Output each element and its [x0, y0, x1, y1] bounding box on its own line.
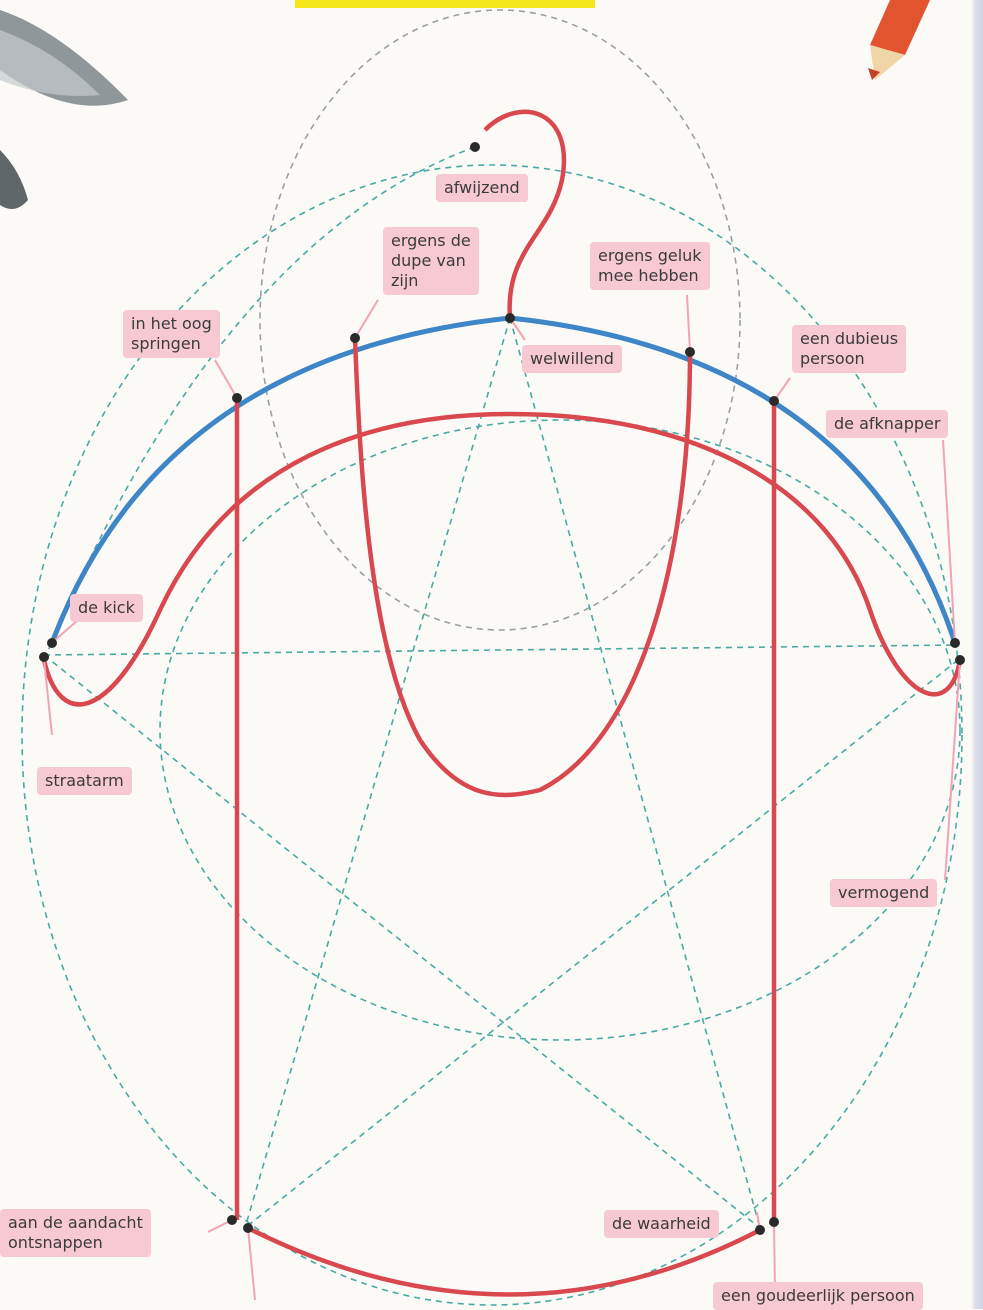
label-de-waarheid: de waarheid [604, 1210, 719, 1238]
label-vermogend: vermogend [830, 879, 938, 907]
guide-lines [21, 9, 963, 1306]
label-de-afknapper: de afknapper [826, 410, 949, 438]
label-ergens-de-dupe: ergens de dupe van zijn [383, 227, 479, 295]
label-welwillend: welwillend [522, 345, 622, 373]
label-in-het-oog: in het oog springen [123, 310, 220, 358]
fish-image [0, 10, 128, 209]
page-edge [971, 0, 983, 1309]
label-ergens-geluk: ergens geluk mee hebben [590, 242, 710, 290]
label-een-goudeerlijk: een goudeerlijk persoon [713, 1282, 923, 1310]
label-aan-de-aandacht: aan de aandacht ontsnappen [0, 1209, 151, 1257]
label-een-dubieus: een dubieus persoon [792, 325, 907, 373]
node-points [39, 142, 965, 1235]
leader-lines [43, 294, 961, 1301]
label-de-kick: de kick [70, 594, 143, 622]
label-straatarm: straatarm [37, 767, 132, 795]
pencil-image [868, 0, 930, 80]
yellow-banner [295, 0, 595, 8]
hanger-shape [41, 109, 963, 1297]
label-afwijzend: afwijzend [436, 174, 528, 202]
